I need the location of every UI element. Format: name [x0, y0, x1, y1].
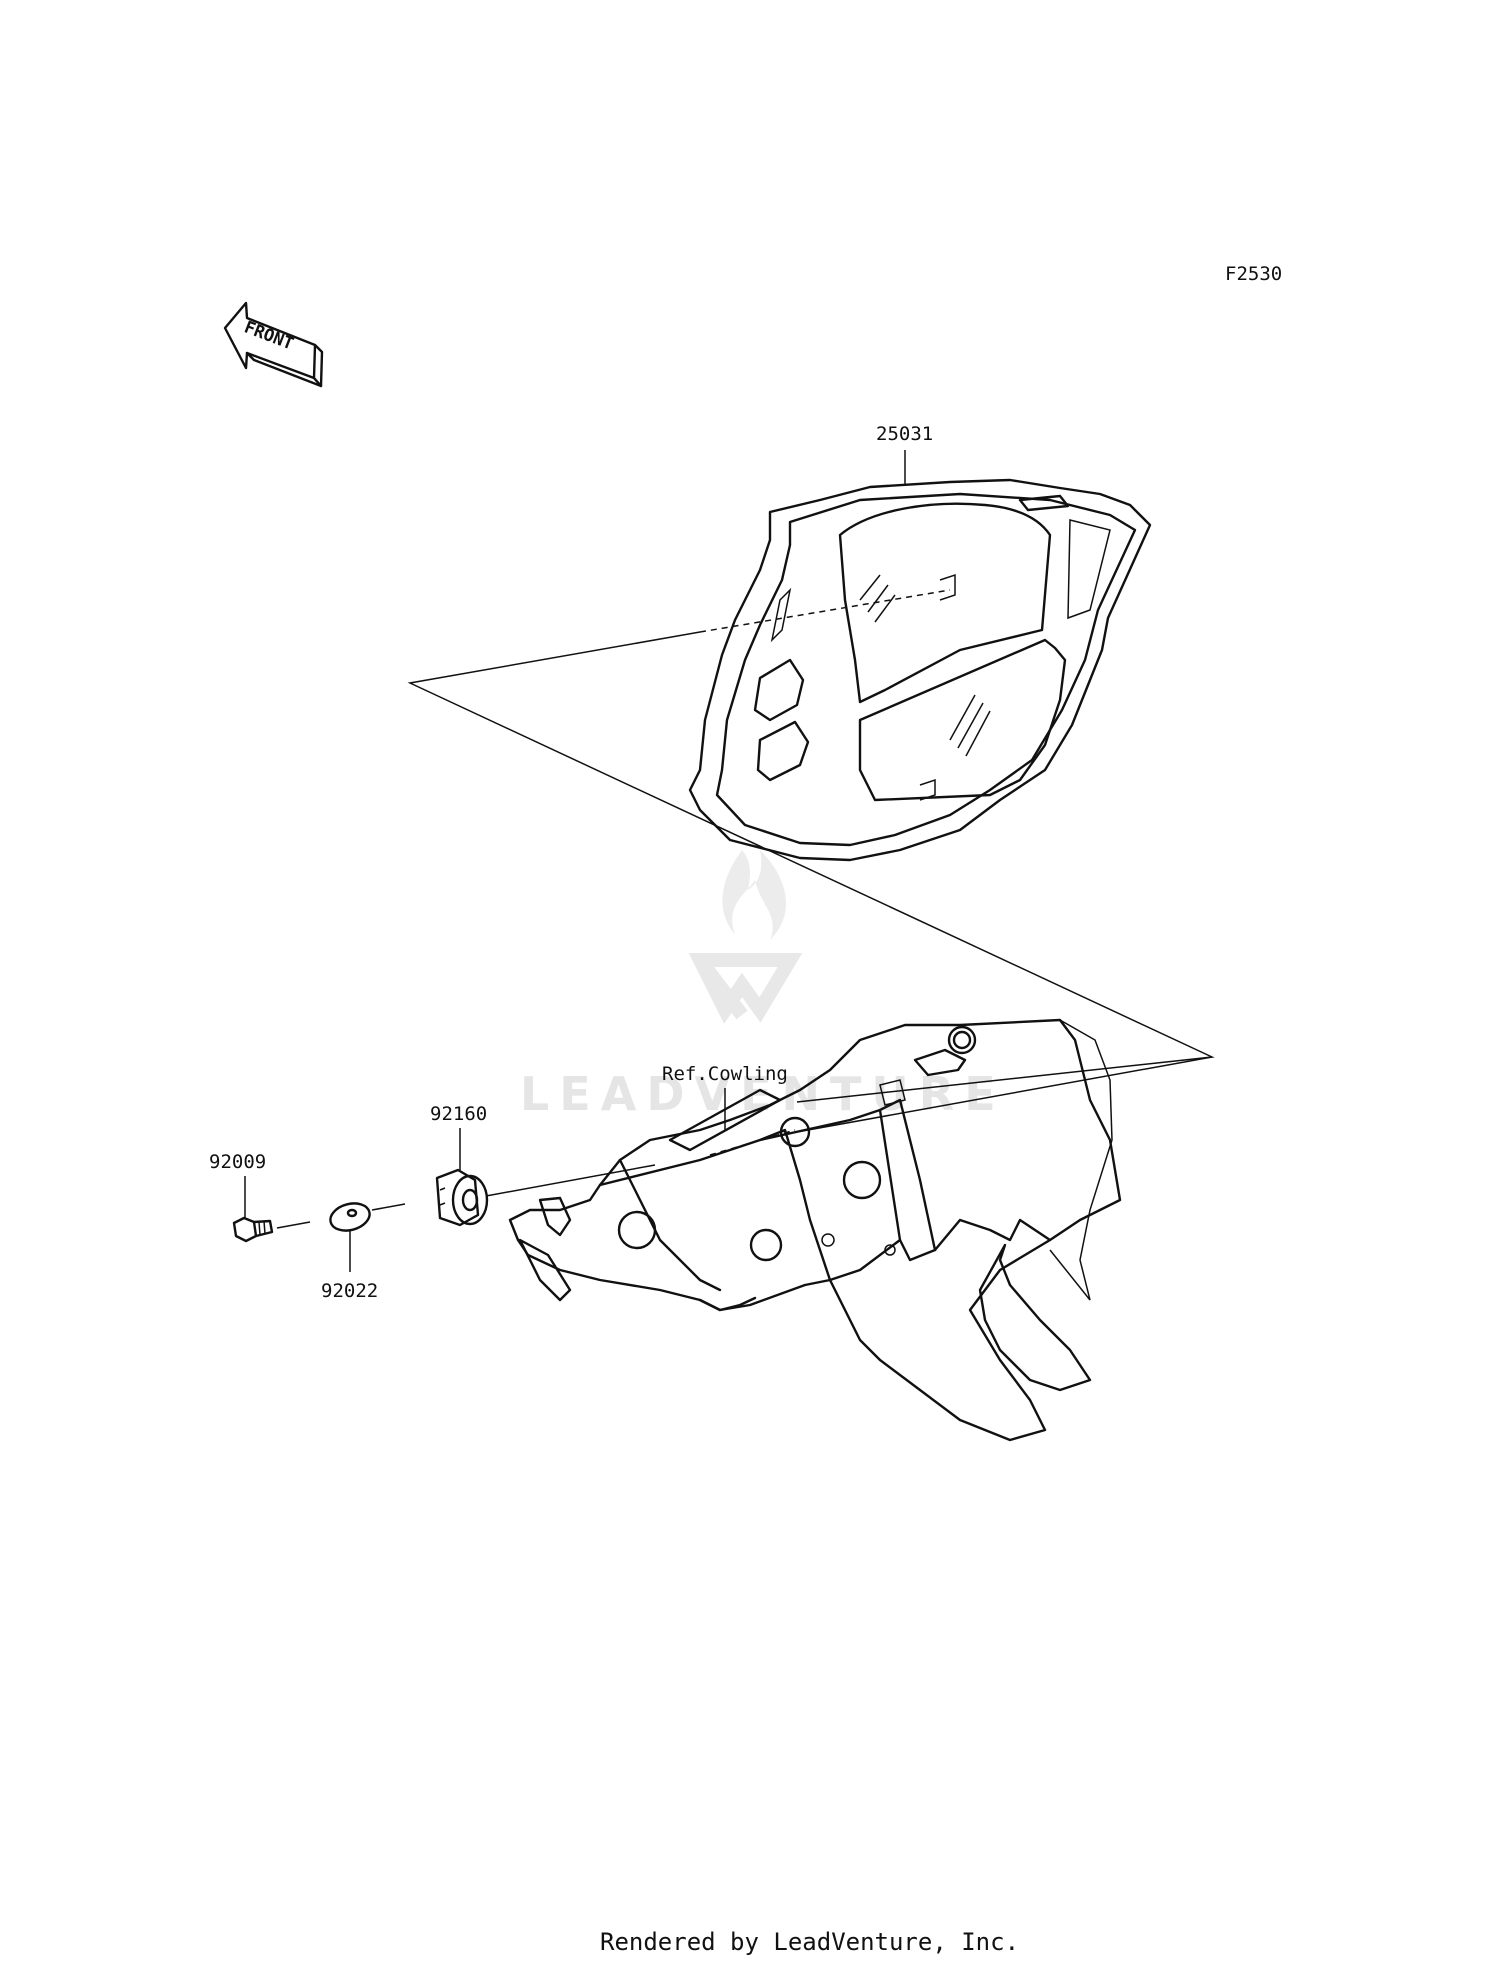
front-label: FRONT	[241, 317, 296, 354]
part-92022-washer	[329, 1202, 371, 1232]
footer-credit: Rendered by LeadVenture, Inc.	[600, 1928, 1019, 1956]
reference-label: Ref.Cowling	[662, 1063, 788, 1085]
label-92160: 92160	[430, 1103, 487, 1125]
projection-lines	[407, 631, 1215, 1103]
label-92009: 92009	[209, 1151, 266, 1173]
diagram-code: F2530	[1225, 263, 1282, 285]
cowling-bracket	[508, 1018, 1122, 1442]
part-92009-screw	[232, 1216, 274, 1243]
meter-assembly	[688, 478, 1152, 862]
label-92022: 92022	[321, 1280, 378, 1302]
part-92160-grommet	[435, 1168, 489, 1227]
label-25031: 25031	[876, 423, 933, 445]
front-arrow-icon: FRONT	[223, 301, 324, 388]
